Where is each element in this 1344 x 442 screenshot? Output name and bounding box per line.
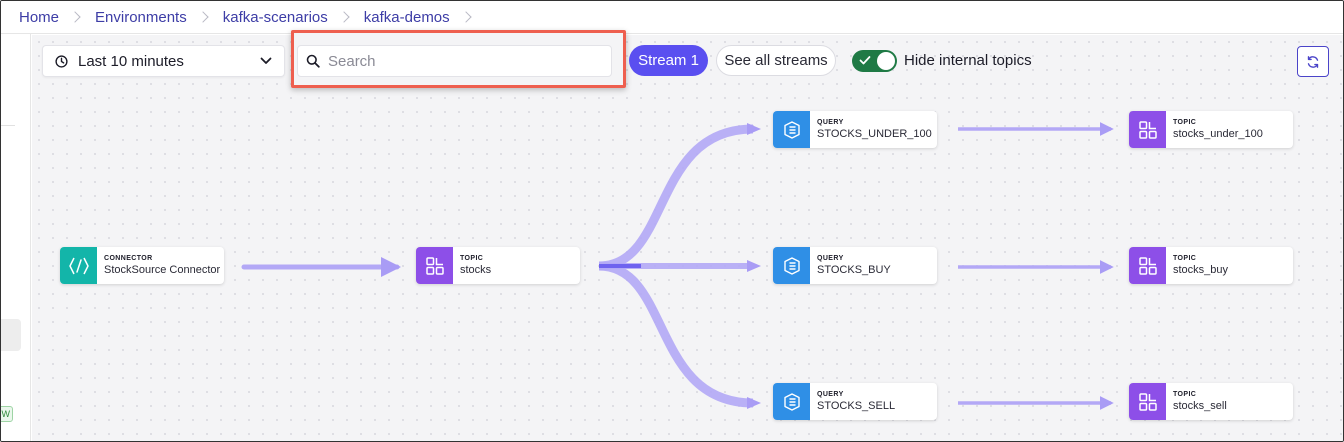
sidebar-divider [1, 125, 15, 126]
node-topic-stocks[interactable]: TOPIC stocks [416, 247, 580, 284]
chevron-right-icon [69, 11, 81, 23]
refresh-button[interactable] [1297, 46, 1329, 77]
node-name-label: STOCKS_UNDER_100 [817, 128, 932, 140]
node-query-stocks-sell[interactable]: QUERY STOCKS_SELL [773, 383, 937, 420]
node-name-label: stocks [460, 264, 492, 276]
node-type-label: CONNECTOR [104, 255, 153, 262]
check-icon [859, 56, 871, 65]
toggle-knob [877, 52, 895, 70]
hide-internal-topics-toggle[interactable] [852, 50, 897, 72]
time-range-label: Last 10 minutes [78, 52, 184, 70]
chevron-right-icon [338, 11, 350, 23]
breadcrumb: Home Environments kafka-scenarios kafka-… [1, 1, 1343, 34]
node-type-label: TOPIC [460, 255, 484, 262]
see-all-streams-button[interactable]: See all streams [716, 45, 836, 76]
node-type-label: QUERY [817, 391, 844, 398]
topic-icon [1129, 383, 1166, 420]
breadcrumb-environments[interactable]: Environments [95, 8, 187, 26]
query-icon [773, 247, 810, 284]
node-name-label: STOCKS_BUY [817, 264, 891, 276]
node-type-label: QUERY [817, 119, 844, 126]
search-input[interactable] [328, 52, 598, 70]
node-type-label: TOPIC [1173, 119, 1197, 126]
node-name-label: StockSource Connector [104, 264, 221, 276]
sidebar-selected-item[interactable] [1, 319, 21, 351]
node-topic-stocks-under-100[interactable]: TOPIC stocks_under_100 [1129, 111, 1293, 148]
refresh-icon [1307, 55, 1319, 68]
node-topic-stocks-buy[interactable]: TOPIC stocks_buy [1129, 247, 1293, 284]
chevron-right-icon [459, 11, 472, 23]
clock-icon [55, 54, 68, 68]
node-name-label: stocks_buy [1173, 264, 1229, 276]
time-range-select[interactable]: Last 10 minutes [42, 45, 285, 77]
breadcrumb-home[interactable]: Home [19, 8, 60, 26]
node-query-stocks-buy[interactable]: QUERY STOCKS_BUY [773, 247, 937, 284]
node-type-label: QUERY [817, 255, 844, 262]
stream-lineage-canvas[interactable] [32, 35, 1343, 441]
topic-icon [416, 247, 453, 284]
chevron-down-icon [260, 57, 272, 64]
node-connector-stocksource[interactable]: CONNECTOR StockSource Connector [60, 247, 224, 284]
sidebar-new-badge: W [1, 406, 13, 422]
search-icon [306, 54, 320, 68]
node-topic-stocks-sell[interactable]: TOPIC stocks_sell [1129, 383, 1293, 420]
node-type-label: TOPIC [1173, 255, 1197, 262]
breadcrumb-kafka-demos[interactable]: kafka-demos [363, 8, 450, 26]
search-box[interactable] [297, 45, 612, 77]
chevron-right-icon [197, 11, 209, 23]
query-icon [773, 111, 810, 148]
node-name-label: stocks_under_100 [1173, 128, 1263, 140]
connector-icon [60, 247, 97, 284]
node-type-label: TOPIC [1173, 391, 1197, 398]
topic-icon [1129, 111, 1166, 148]
topic-icon [1129, 247, 1166, 284]
node-name-label: stocks_sell [1173, 400, 1227, 412]
hide-internal-topics-label: Hide internal topics [904, 52, 1032, 69]
stream-1-button[interactable]: Stream 1 [629, 45, 708, 76]
query-icon [773, 383, 810, 420]
node-name-label: STOCKS_SELL [817, 400, 896, 412]
sidebar: W [1, 34, 31, 441]
node-query-stocks-under-100[interactable]: QUERY STOCKS_UNDER_100 [773, 111, 937, 148]
breadcrumb-kafka-scenarios[interactable]: kafka-scenarios [222, 8, 328, 26]
